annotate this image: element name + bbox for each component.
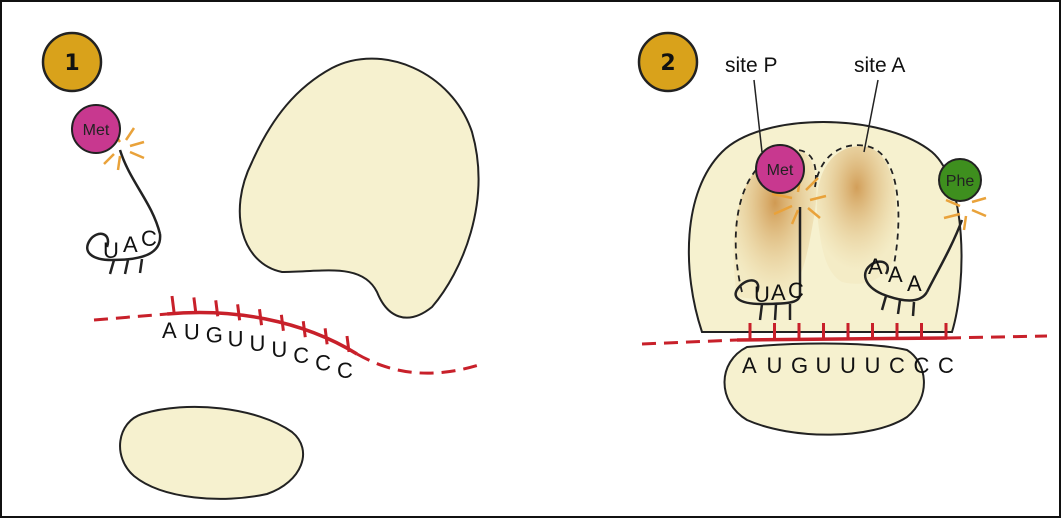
- codon-tick: [172, 296, 174, 312]
- site-a-label: site A: [854, 54, 905, 77]
- mrna-base: C: [889, 353, 905, 378]
- mrna-base: A: [742, 353, 757, 378]
- panel-1: 1 U A C: [43, 33, 482, 499]
- mrna-base: U: [865, 353, 881, 378]
- small-ribosomal-subunit: [120, 407, 303, 499]
- large-ribosomal-subunit: [240, 59, 479, 318]
- trna-met-1: U A C: [87, 150, 160, 274]
- mrna-base: U: [228, 326, 244, 351]
- step-number-1: 1: [64, 51, 79, 76]
- codon-tick: [194, 297, 196, 313]
- amino-acid-met-1: Met: [72, 105, 120, 153]
- codon-tick: [325, 328, 327, 344]
- amino-acid-met-2: Met: [756, 145, 804, 193]
- anticodon-1-base-3: C: [141, 226, 157, 251]
- mrna-base: U: [840, 353, 856, 378]
- codon-tick: [238, 304, 240, 320]
- anticodon-a-base-2: A: [888, 262, 903, 287]
- anticodon-a-base-3: A: [907, 271, 922, 296]
- mrna-base: C: [914, 353, 930, 378]
- anticodon-a-base-1: A: [868, 254, 883, 279]
- mrna-base: U: [767, 353, 783, 378]
- codon-tick: [303, 321, 305, 337]
- anticodon-p-base-3: C: [788, 278, 804, 303]
- codon-tick: [260, 309, 262, 325]
- mrna-base: C: [315, 350, 331, 375]
- codon-tick: [281, 315, 283, 331]
- anticodon-p-base-1: U: [754, 282, 770, 307]
- svg-text:Met: Met: [83, 122, 110, 139]
- svg-text:Met: Met: [767, 162, 794, 179]
- mrna-base: U: [250, 331, 266, 356]
- anticodon-1-base-2: A: [123, 232, 138, 257]
- mrna-base: A: [162, 318, 177, 343]
- mrna-base: C: [938, 353, 954, 378]
- step-badge-1: 1: [43, 33, 101, 91]
- mrna-base: G: [206, 322, 223, 347]
- site-p-label: site P: [725, 54, 778, 77]
- anticodon-1-base-1: U: [103, 238, 119, 263]
- step-badge-2: 2: [639, 33, 697, 91]
- mrna-base: U: [271, 337, 287, 362]
- mrna-base: C: [293, 343, 309, 368]
- anticodon-p-base-2: A: [771, 280, 786, 305]
- mrna-base: U: [184, 319, 200, 344]
- step-number-2: 2: [660, 51, 675, 76]
- svg-text:Phe: Phe: [946, 173, 975, 190]
- codon-tick: [347, 336, 349, 352]
- codon-tick: [216, 300, 218, 316]
- amino-acid-phe: Phe: [939, 159, 981, 201]
- mrna-base: U: [816, 353, 832, 378]
- mrna-base: G: [791, 353, 808, 378]
- mrna-base: C: [337, 358, 353, 383]
